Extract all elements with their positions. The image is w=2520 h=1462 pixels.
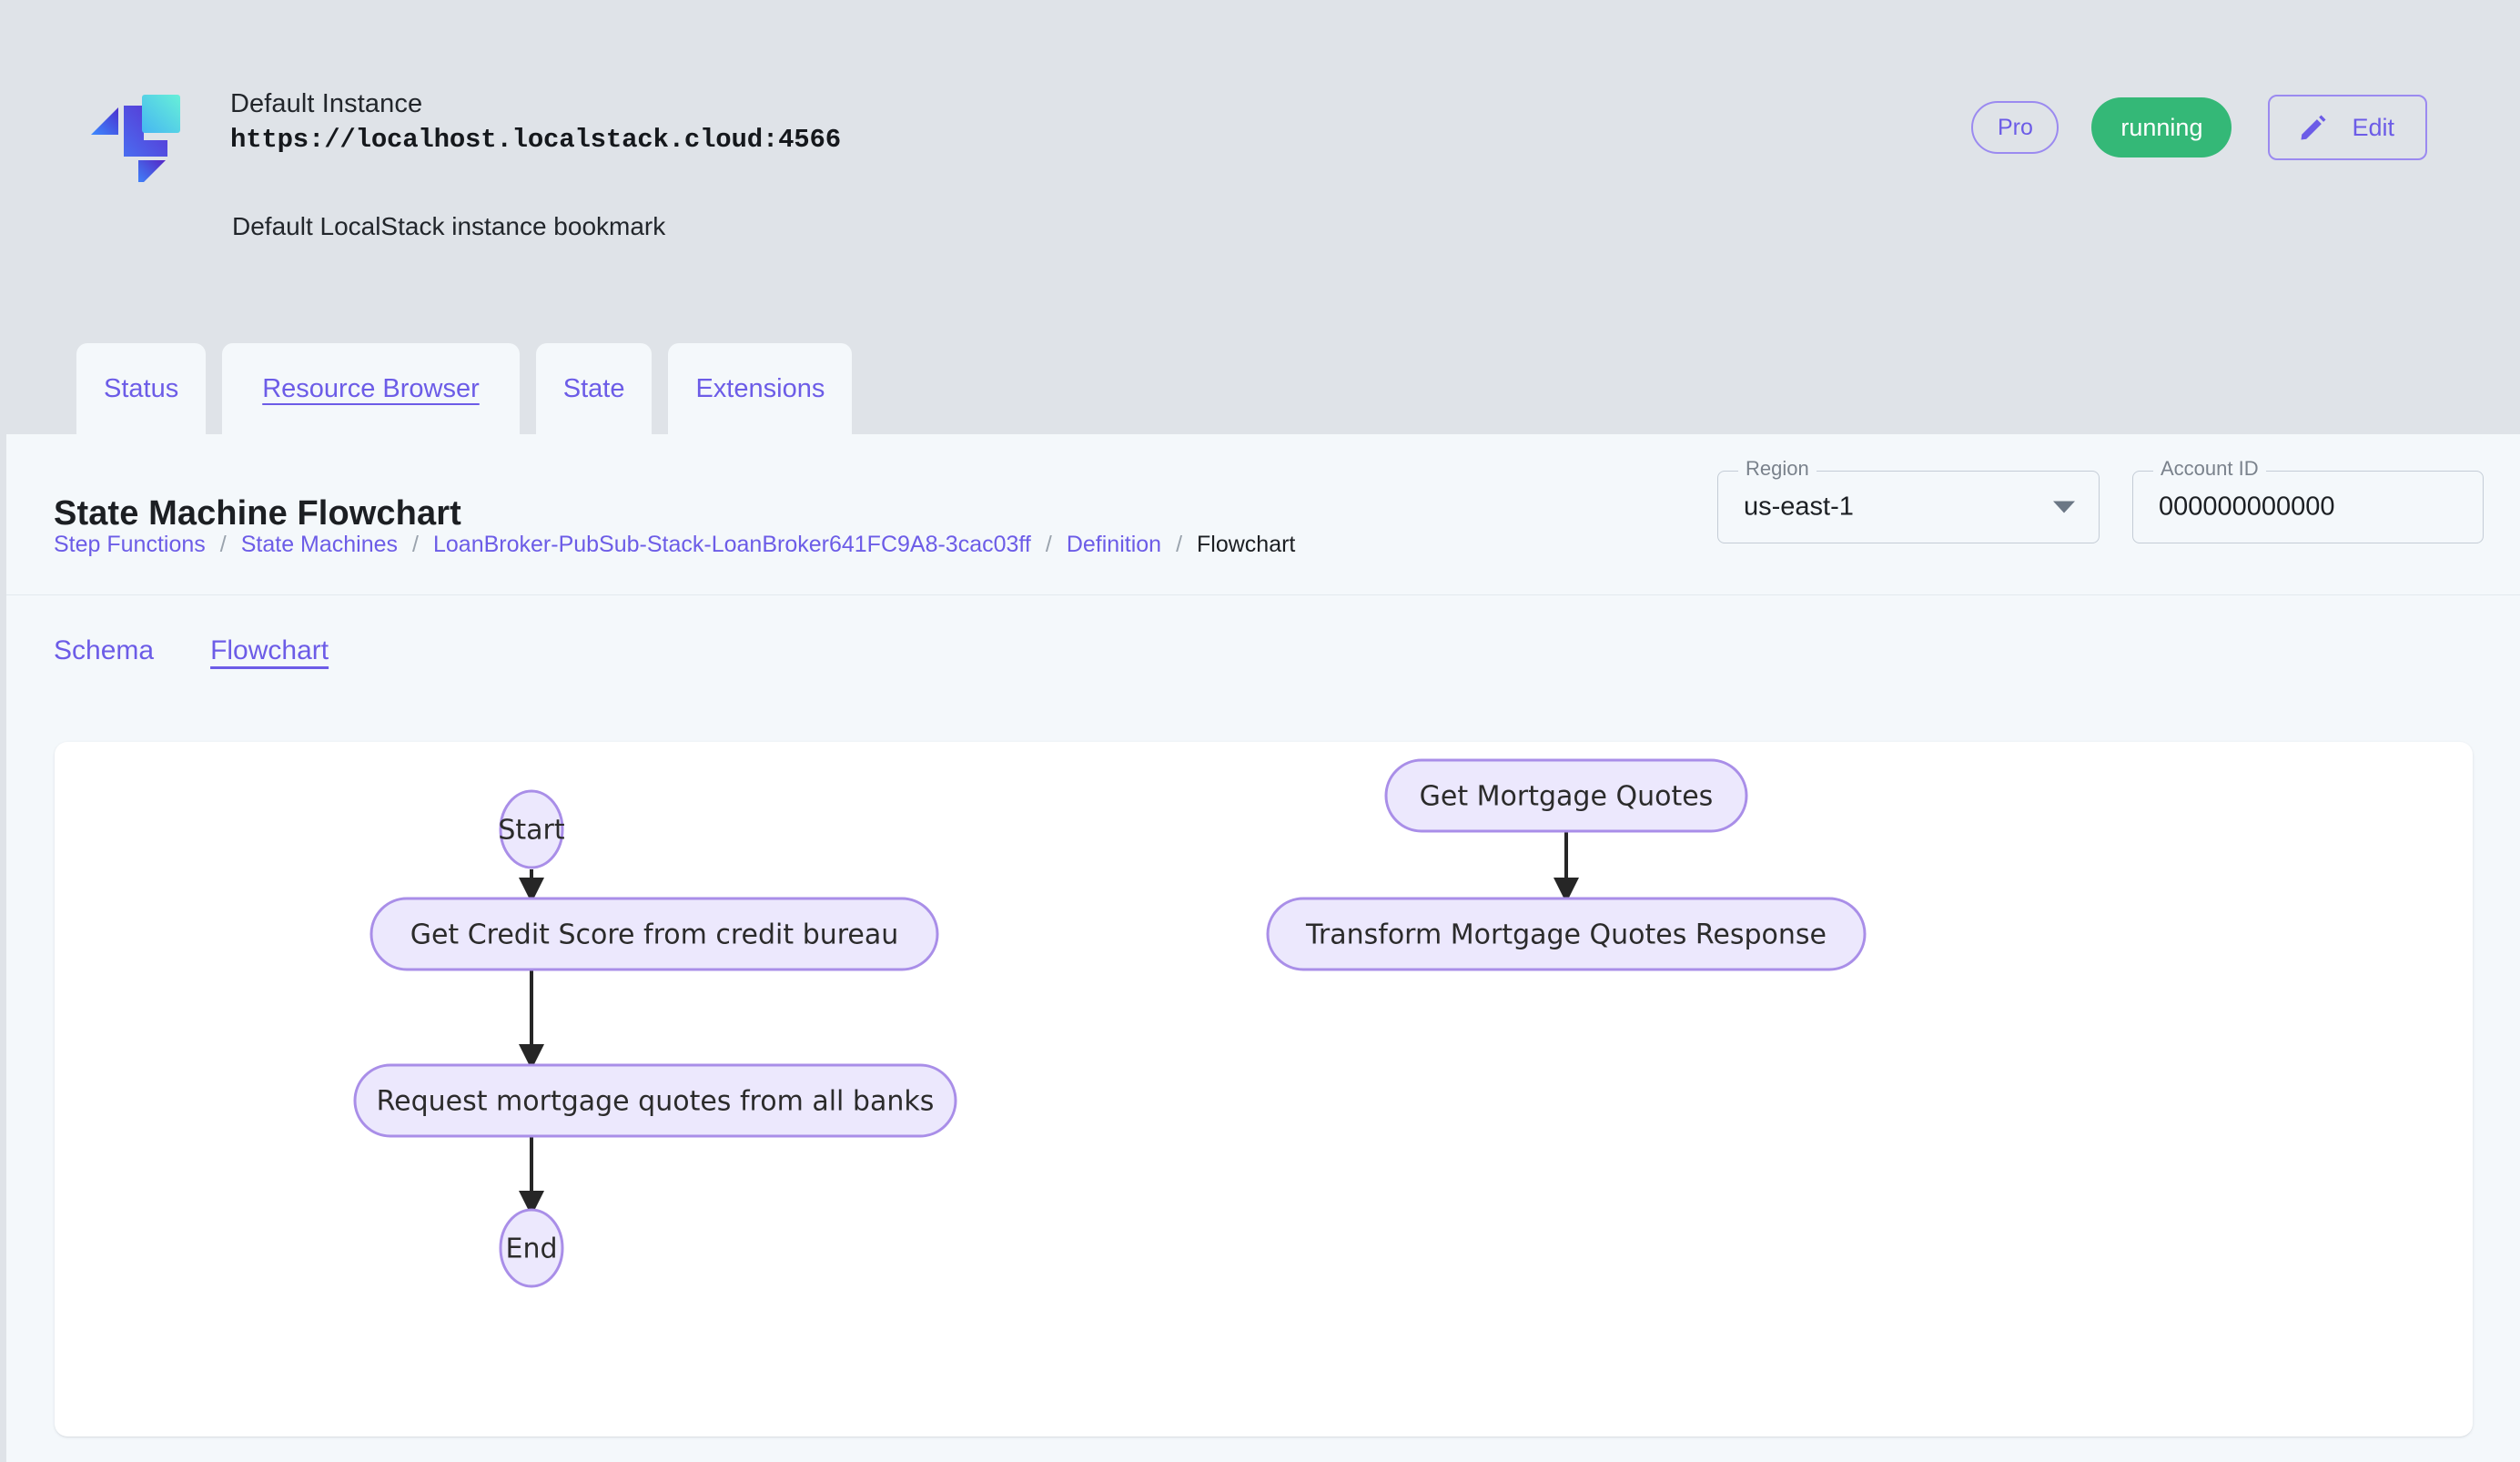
subtab-flowchart[interactable]: Flowchart xyxy=(210,635,329,665)
breadcrumb-separator: / xyxy=(412,532,419,557)
tab-status-label: Status xyxy=(104,373,179,403)
account-id-value: 000000000000 xyxy=(2159,492,2335,522)
edit-instance-label: Edit xyxy=(2352,113,2394,141)
breadcrumb-separator: / xyxy=(1176,532,1183,557)
instance-url: https://localhost.localstack.cloud:4566 xyxy=(230,125,841,156)
instance-description: Default LocalStack instance bookmark xyxy=(232,212,666,240)
node-shape-ellipse xyxy=(499,789,564,869)
flowchart-node-request-quotes[interactable]: Request mortgage quotes from all banks xyxy=(353,1063,957,1138)
tab-resource-browser[interactable]: Resource Browser xyxy=(222,343,520,434)
pro-badge[interactable]: Pro xyxy=(1971,101,2060,154)
flowchart-edges xyxy=(519,831,1579,1216)
node-label-end: End xyxy=(505,1234,557,1265)
tab-state-label: State xyxy=(562,373,625,403)
page-title: State Machine Flowchart xyxy=(54,494,461,533)
flowchart-node-transform-response[interactable]: Transform Mortgage Quotes Response xyxy=(1266,897,1867,971)
localstack-logo-icon xyxy=(87,84,189,182)
region-select[interactable]: Region us-east-1 xyxy=(1717,459,2100,543)
state-machine-flowchart[interactable]: Start Get Credit Score from credit burea… xyxy=(55,742,2473,1437)
node-label-start: Start xyxy=(498,815,565,847)
instance-header-actions: Pro running Edit xyxy=(1971,95,2427,160)
edit-instance-button[interactable]: Edit xyxy=(2268,95,2427,160)
tab-status[interactable]: Status xyxy=(76,343,207,434)
region-select-value: us-east-1 xyxy=(1744,492,1854,522)
definition-subtab-bar: Schema Flowchart xyxy=(6,595,2520,706)
chevron-down-icon[interactable] xyxy=(2053,501,2075,513)
scope-selectors: Region us-east-1 Account ID 000000000000 xyxy=(1717,459,2484,543)
node-shape-ellipse xyxy=(499,1208,564,1288)
breadcrumb-separator: / xyxy=(219,532,227,557)
instance-meta: Default Instance https://localhost.local… xyxy=(230,84,841,158)
node-shape-pill xyxy=(1384,758,1748,833)
flowchart-node-end[interactable]: End xyxy=(499,1208,564,1288)
flowchart-node-get-mortgage-quotes[interactable]: Get Mortgage Quotes xyxy=(1384,758,1748,833)
page-title-section: State Machine Flowchart Step Functions /… xyxy=(6,434,2520,595)
tab-extensions[interactable]: Extensions xyxy=(668,343,853,434)
account-id-label: Account ID xyxy=(2153,459,2266,479)
status-badge: running xyxy=(2091,97,2232,157)
breadcrumb-separator: / xyxy=(1045,532,1052,557)
node-shape-pill xyxy=(369,897,939,971)
breadcrumb: Step Functions / State Machines / LoanBr… xyxy=(54,532,1295,558)
tab-extensions-label: Extensions xyxy=(695,373,825,403)
breadcrumb-item-state-machines[interactable]: State Machines xyxy=(240,532,399,557)
node-shape-pill xyxy=(353,1063,957,1138)
node-label-request-quotes: Request mortgage quotes from all banks xyxy=(377,1086,935,1118)
instance-brand: Default Instance https://localhost.local… xyxy=(87,84,841,182)
flowchart-node-start[interactable]: Start xyxy=(498,789,565,869)
node-label-get-credit-score: Get Credit Score from credit bureau xyxy=(410,919,899,951)
node-shape-pill xyxy=(1266,897,1867,971)
left-gutter xyxy=(0,0,6,1462)
breadcrumb-item-step-functions[interactable]: Step Functions xyxy=(54,532,206,557)
breadcrumb-item-definition[interactable]: Definition xyxy=(1066,532,1162,557)
instance-header: Default Instance https://localhost.local… xyxy=(0,0,2520,434)
tab-state[interactable]: State xyxy=(535,343,653,434)
breadcrumb-item-flowchart: Flowchart xyxy=(1197,532,1296,557)
breadcrumb-item-state-machine-name[interactable]: LoanBroker-PubSub-Stack-LoanBroker641FC9… xyxy=(433,532,1031,557)
instance-name: Default Instance xyxy=(230,89,423,118)
node-label-transform-response: Transform Mortgage Quotes Response xyxy=(1305,919,1827,951)
pencil-icon xyxy=(2297,111,2330,144)
subtab-schema[interactable]: Schema xyxy=(54,635,155,665)
flowchart-node-get-credit-score[interactable]: Get Credit Score from credit bureau xyxy=(369,897,939,971)
account-id-field[interactable]: Account ID 000000000000 xyxy=(2132,459,2484,543)
flowchart-card: Start Get Credit Score from credit burea… xyxy=(55,742,2473,1437)
tab-resource-browser-label: Resource Browser xyxy=(262,373,480,403)
region-select-label: Region xyxy=(1738,459,1817,479)
node-label-get-mortgage-quotes: Get Mortgage Quotes xyxy=(1420,781,1714,813)
main-tab-bar: Status Resource Browser State Extensions xyxy=(0,341,2520,434)
